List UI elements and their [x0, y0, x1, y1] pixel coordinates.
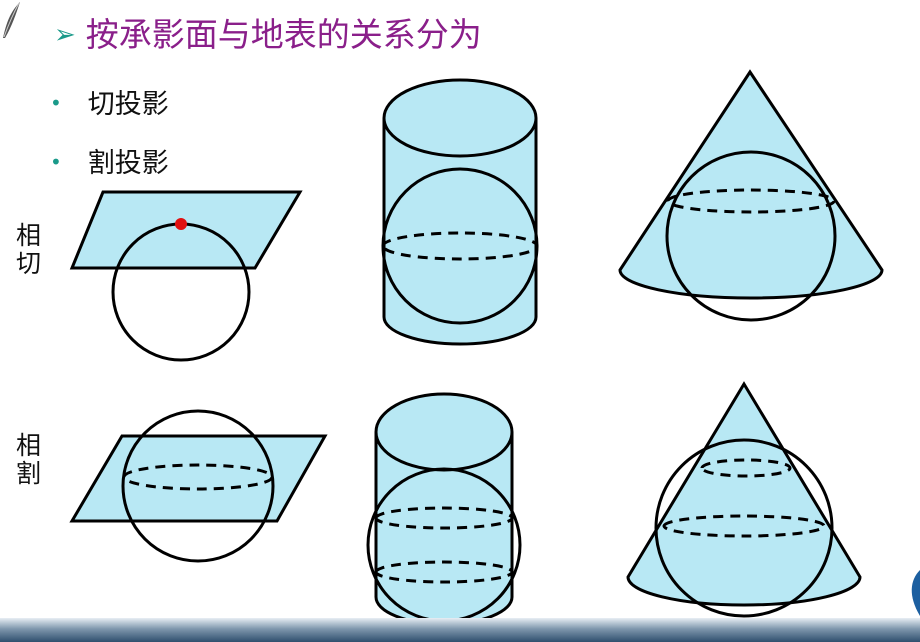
bullet-tangent: • 切投影 [50, 82, 169, 121]
secant-plane-diagram [69, 409, 328, 563]
footer-band [0, 618, 920, 642]
secant-globe [121, 409, 275, 563]
secant-plane [69, 434, 328, 523]
secant-cone-lower-circle [662, 514, 826, 538]
secant-cone-upper-circle [700, 458, 792, 478]
secant-cone-diagram [626, 381, 862, 618]
bullet-secant-text: 割投影 [87, 148, 169, 179]
secant-cylinder-diagram [366, 392, 522, 626]
slide-title: ➢ 按承影面与地表的关系分为 [54, 8, 482, 56]
tangent-plane-diagram [69, 190, 303, 362]
bullet-dot-icon: • [50, 150, 62, 174]
tangent-cylinder-equator [381, 231, 539, 261]
slide-title-text: 按承影面与地表的关系分为 [85, 15, 482, 54]
secant-cone-body [626, 381, 862, 607]
tangent-point [175, 218, 187, 230]
bullet-tangent-text: 切投影 [87, 89, 169, 120]
feather-icon [3, 2, 20, 38]
tangent-plane [69, 190, 303, 270]
row-label-tangent: 相切 [16, 221, 42, 278]
secant-cylinder-lower-circle [374, 560, 514, 584]
row-label-secant: 相割 [16, 431, 42, 488]
secant-cylinder-upper-circle [374, 506, 514, 530]
corner-decoration [911, 570, 920, 616]
bullet-dot-icon: • [50, 91, 62, 115]
tangent-cylinder-top [382, 78, 538, 158]
arrow-bullet-icon: ➢ [54, 20, 76, 50]
tangent-cone-body [618, 69, 884, 300]
tangent-cone-globe [665, 150, 837, 322]
tangent-cylinder-body [382, 118, 538, 346]
bullet-secant: • 割投影 [50, 141, 169, 180]
secant-plane-circle [122, 463, 274, 491]
tangent-cone-circle [666, 188, 836, 214]
secant-cone-globe [654, 438, 834, 618]
tangent-cylinder-diagram [381, 78, 539, 346]
secant-cylinder-top [374, 392, 514, 472]
tangent-cone-diagram [618, 69, 884, 322]
